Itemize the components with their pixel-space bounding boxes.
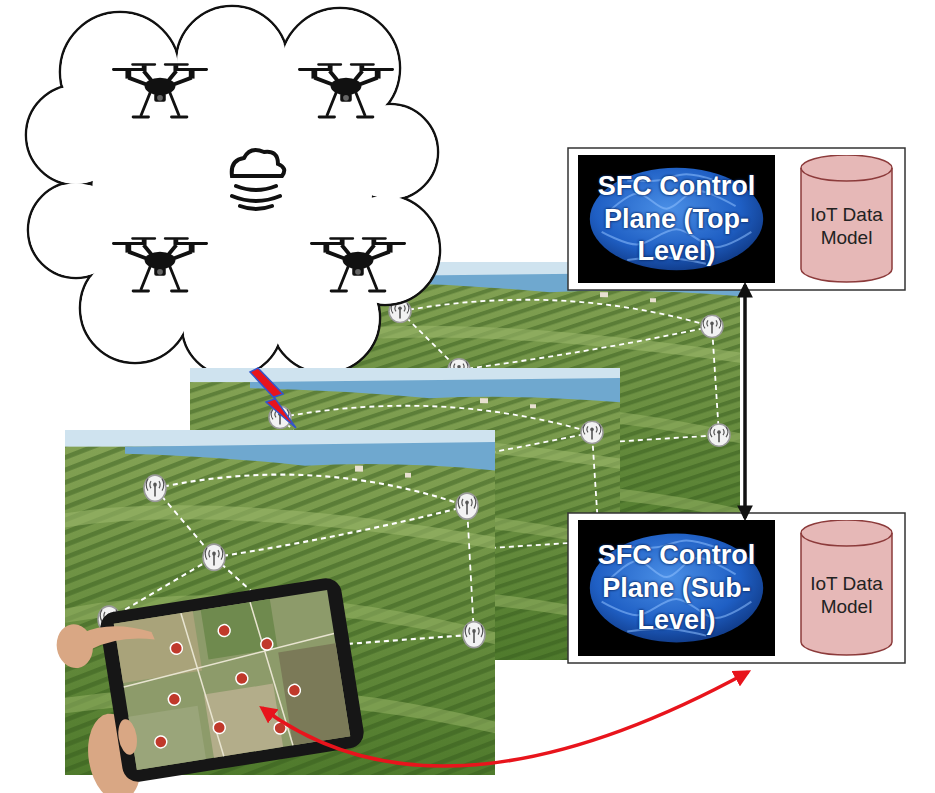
drone-icon [112,237,208,291]
link-arrow [743,285,747,518]
map-markers [138,614,306,753]
cloud-outline [26,6,440,376]
pointing-finger [82,619,154,650]
cylinder-rim [801,533,892,546]
field-patch [128,706,206,770]
node-label: SFC Control Plane (Top-Level) [583,170,770,269]
tablet-frame [98,576,366,784]
control-plane-box: SFC Control Plane (Top-Level) [578,155,775,283]
control-plane-frame [568,513,905,663]
vineyard-photo [65,430,495,775]
cylinder-rim [801,168,892,181]
interaction-arrow [262,672,748,766]
thumb [116,718,139,756]
cylinder-body [801,155,892,282]
cylinder-body [801,520,892,655]
tablet-device [53,576,369,793]
map-road [114,590,350,770]
control-plane-frame [568,148,905,290]
drone-icon [298,63,394,117]
drone-icon [112,63,208,117]
cloud-network-icon [232,150,285,209]
drone-icon [310,237,406,291]
node-label: IoT Data Model [804,204,889,250]
node-label: IoT Data Model [804,573,889,619]
field-patch [114,611,202,683]
cloud-fill [27,7,438,374]
data-model-cylinder: IoT Data Model [800,520,893,656]
data-model-cylinder: IoT Data Model [800,155,893,283]
node-label: SFC Control Plane (Sub-Level) [583,539,770,638]
field-patch [201,599,278,659]
hand [54,622,96,671]
tablet-screen [114,590,350,770]
control-plane-box: SFC Control Plane (Sub-Level) [578,520,775,656]
wireless-link-bolt [250,368,296,428]
field-patch [204,684,283,758]
drone-cloud [26,6,440,376]
